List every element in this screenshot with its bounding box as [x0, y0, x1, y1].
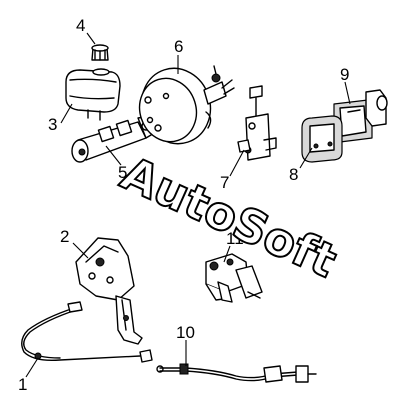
callout-3: 3	[48, 115, 57, 134]
brake-pads-rear	[333, 89, 388, 143]
callout-2: 2	[60, 227, 69, 246]
callout-10: 10	[176, 323, 195, 342]
callout-8: 8	[289, 165, 298, 184]
callout-4: 4	[76, 16, 85, 35]
leader-lines	[25, 32, 351, 378]
brake-booster	[138, 65, 235, 145]
reservoir-cap	[91, 44, 109, 61]
callout-9: 9	[340, 65, 349, 84]
proportioning-valve	[237, 85, 277, 161]
callout-labels: 4 3 6 9 8 7 5 2 11 10 1	[18, 16, 349, 394]
brake-cable-1	[21, 301, 153, 363]
fluid-reservoir	[65, 68, 121, 121]
callout-1: 1	[18, 375, 27, 394]
pedal-bracket	[75, 237, 143, 345]
callout-5: 5	[118, 163, 127, 182]
brake-cable-10	[156, 363, 317, 383]
callout-11: 11	[226, 229, 244, 248]
brake-pads-front	[301, 115, 343, 163]
callout-6: 6	[174, 37, 183, 56]
abs-sensor	[205, 253, 263, 303]
callout-7: 7	[220, 173, 229, 192]
